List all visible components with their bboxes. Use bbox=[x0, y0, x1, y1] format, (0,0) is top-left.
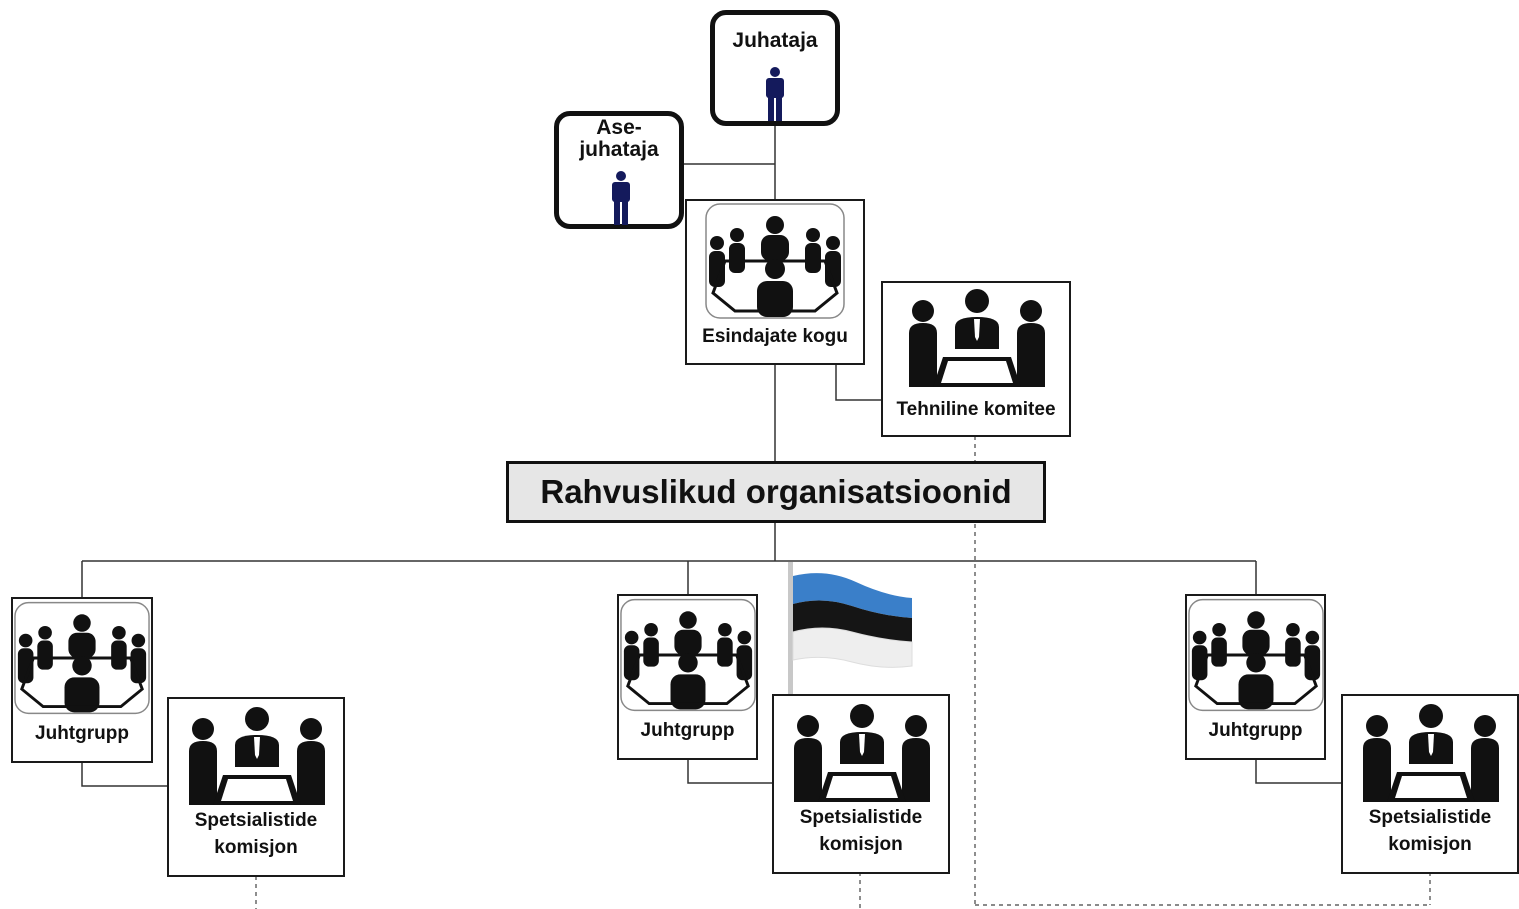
estonian-flag-icon bbox=[788, 562, 913, 694]
person-icon bbox=[612, 171, 630, 225]
deputy-label-line1: Ase- bbox=[596, 116, 642, 139]
specialist-commission-label-line1: Spetsialistide bbox=[1368, 807, 1492, 828]
national-organisations-title: Rahvuslikud organisatsioonid bbox=[506, 461, 1046, 523]
specialist-commission-box: Spetsialistide komisjon bbox=[167, 697, 345, 877]
specialist-commission-label-line2: komisjon bbox=[214, 837, 298, 858]
deputy-box: Ase- juhataja bbox=[554, 111, 684, 229]
assembly-label: Esindajate kogu bbox=[702, 326, 848, 347]
technical-committee-box: Tehniline komitee bbox=[881, 281, 1071, 437]
boardroom-meeting-icon bbox=[1188, 598, 1324, 712]
steering-group-box: Juhtgrupp bbox=[617, 594, 758, 760]
business-meeting-icon bbox=[794, 704, 930, 802]
business-meeting-icon bbox=[189, 707, 325, 805]
person-icon bbox=[766, 67, 784, 121]
business-meeting-icon bbox=[1363, 704, 1499, 802]
deputy-label-line2: juhataja bbox=[579, 138, 659, 161]
steering-group-label: Juhtgrupp bbox=[640, 720, 735, 741]
technical-committee-label: Tehniline komitee bbox=[896, 399, 1056, 420]
specialist-commission-label-line1: Spetsialistide bbox=[799, 807, 923, 828]
boardroom-meeting-icon bbox=[14, 601, 150, 715]
specialist-commission-label-line2: komisjon bbox=[819, 834, 903, 855]
boardroom-meeting-icon bbox=[620, 598, 756, 712]
business-meeting-icon bbox=[909, 289, 1045, 387]
leader-label: Juhataja bbox=[732, 29, 818, 52]
specialist-commission-label-line1: Spetsialistide bbox=[194, 810, 318, 831]
assembly-box: Esindajate kogu bbox=[685, 199, 865, 365]
leader-box: Juhataja bbox=[710, 10, 840, 126]
steering-group-label: Juhtgrupp bbox=[1208, 720, 1303, 741]
steering-group-box: Juhtgrupp bbox=[11, 597, 153, 763]
specialist-commission-box: Spetsialistide komisjon bbox=[1341, 694, 1519, 874]
boardroom-meeting-icon bbox=[705, 203, 845, 319]
specialist-commission-box: Spetsialistide komisjon bbox=[772, 694, 950, 874]
specialist-commission-label-line2: komisjon bbox=[1388, 834, 1472, 855]
steering-group-box: Juhtgrupp bbox=[1185, 594, 1326, 760]
steering-group-label: Juhtgrupp bbox=[35, 723, 129, 744]
